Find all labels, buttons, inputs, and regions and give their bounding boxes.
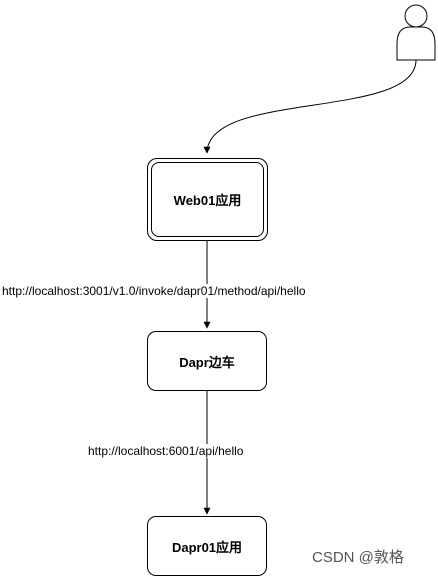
dapr01-app-label: Dapr01应用 (171, 539, 243, 555)
user-to-web01-edge (203, 59, 417, 154)
api-url-label: http://localhost:6001/api/hello (88, 444, 244, 458)
dapr-sidecar-node: Dapr边车 (147, 331, 267, 391)
watermark: CSDN @敦格 (312, 549, 404, 566)
web01-app-label: Web01应用 (151, 162, 264, 237)
user-icon (396, 4, 436, 61)
invoke-url-label: http://localhost:3001/v1.0/invoke/dapr01… (2, 284, 306, 298)
web01-app-node: Web01应用 (147, 158, 268, 241)
dapr01-app-node: Dapr01应用 (147, 516, 267, 576)
dapr-sidecar-label: Dapr边车 (179, 354, 235, 370)
